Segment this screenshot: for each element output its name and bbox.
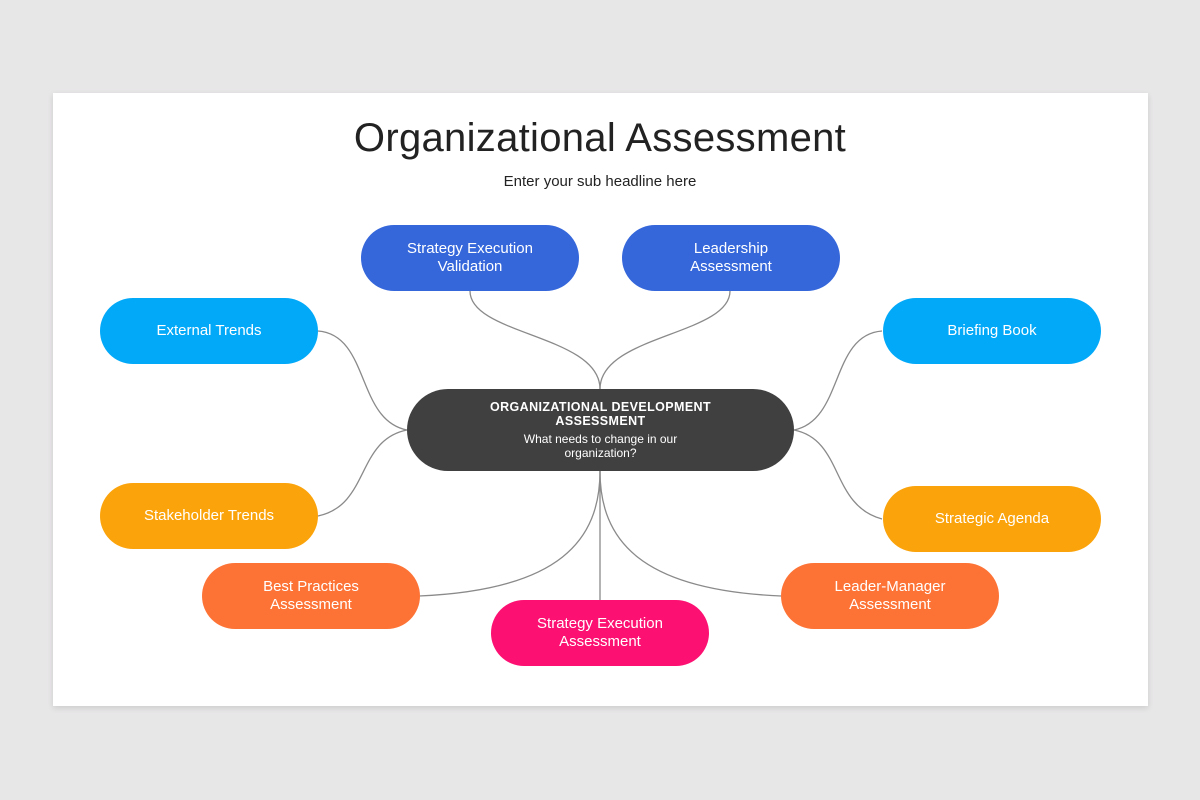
center-node: ORGANIZATIONAL DEVELOPMENT ASSESSMENT Wh… [407,389,794,471]
page-subtitle: Enter your sub headline here [503,173,697,190]
page-title: Organizational Assessment [353,116,847,160]
node-external-trends: External Trends [100,298,318,364]
node-best-practices-assessment: Best Practices Assessment [202,563,420,629]
node-strategic-agenda: Strategic Agenda [883,486,1101,552]
center-node-title: ORGANIZATIONAL DEVELOPMENT ASSESSMENT [489,400,712,428]
node-briefing-book: Briefing Book [883,298,1101,364]
node-strategy-execution-assessment: Strategy Execution Assessment [491,600,709,666]
node-leadership-assessment: Leadership Assessment [622,225,840,291]
center-node-subtitle: What needs to change in our organization… [523,432,678,460]
node-stakeholder-trends: Stakeholder Trends [100,483,318,549]
node-strategy-execution-validation: Strategy Execution Validation [361,225,579,291]
node-leader-manager-assessment: Leader-Manager Assessment [781,563,999,629]
